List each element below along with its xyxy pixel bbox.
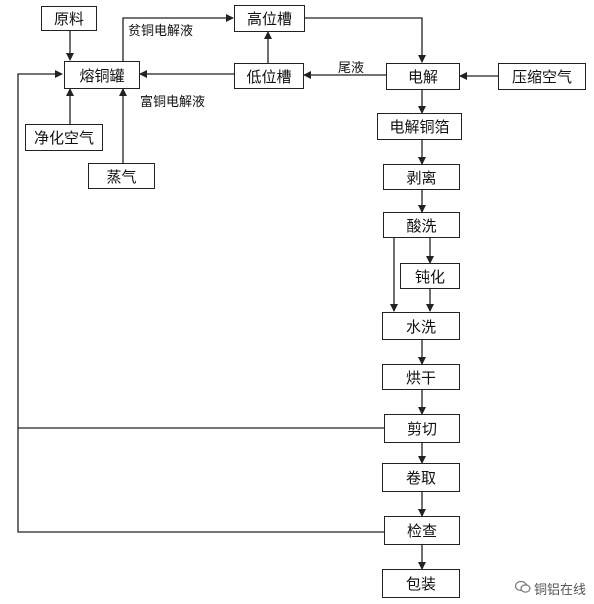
tail-liquid-label: 尾液 <box>338 61 365 76</box>
low-tank-box: 低位槽 <box>234 63 304 89</box>
steam-box: 蒸气 <box>88 163 155 189</box>
electrolysis-box: 电解 <box>386 63 460 90</box>
passivation-box: 钝化 <box>400 263 460 289</box>
lean-electrolyte-label: 贫铜电解液 <box>128 24 194 39</box>
compressed-air-box: 压缩空气 <box>498 63 586 90</box>
cutting-box: 剪切 <box>384 414 460 443</box>
watermark: 铜铝在线 <box>514 579 586 598</box>
coiling-box: 卷取 <box>382 463 460 492</box>
water-wash-box: 水洗 <box>382 312 460 340</box>
raw-material-box: 原料 <box>41 6 97 31</box>
peeling-box: 剥离 <box>383 164 460 190</box>
high-tank-box: 高位槽 <box>234 5 305 32</box>
pickling-box: 酸洗 <box>383 212 460 238</box>
melting-tank-box: 熔铜罐 <box>64 61 140 89</box>
rich-electrolyte-label: 富铜电解液 <box>140 95 206 110</box>
copper-foil-box: 电解铜箔 <box>377 113 462 140</box>
watermark-text: 铜铝在线 <box>533 583 586 598</box>
packing-box: 包装 <box>382 569 460 598</box>
wechat-icon <box>514 580 531 598</box>
drying-box: 烘干 <box>382 364 460 390</box>
purified-air-box: 净化空气 <box>25 124 103 151</box>
inspection-box: 检查 <box>384 516 460 545</box>
